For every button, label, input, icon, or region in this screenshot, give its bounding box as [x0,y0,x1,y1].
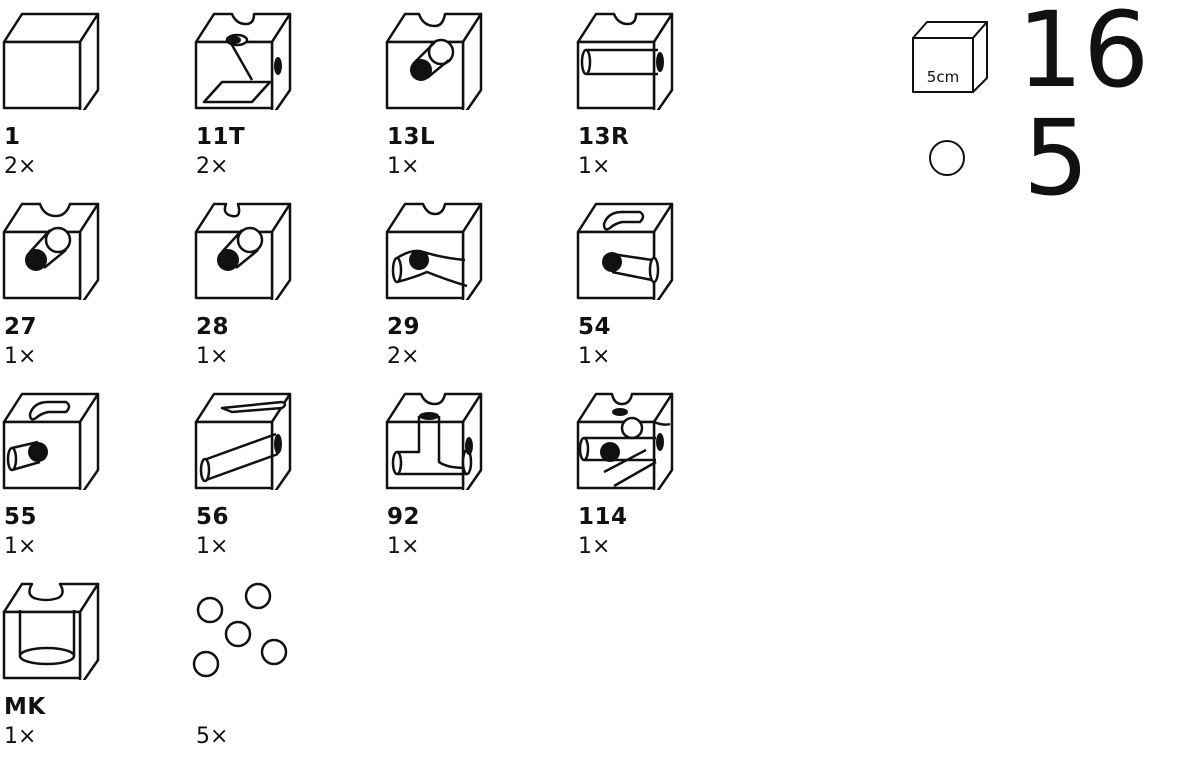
piece-11T: 11T 2× [192,10,362,190]
piece-quantity: 5× [196,724,229,749]
piece-quantity: 1× [4,724,37,749]
cube-size-label: 5cm [927,68,959,86]
piece-quantity: 1× [387,154,420,179]
piece-code: 28 [196,314,230,340]
diagonal-cube-icon [2,202,100,300]
side-exit-cube-icon [385,202,483,300]
piece-code: 54 [578,314,612,340]
piece-code: 11T [196,124,246,150]
piece-code: MK [4,694,46,720]
piece-quantity: 1× [578,344,611,369]
diagonal-cube-icon [194,202,292,300]
piece-29: 29 2× [383,200,553,380]
piece-code: 27 [4,314,38,340]
piece-marbles: 5× [192,580,362,760]
piece-code: 29 [387,314,421,340]
curve-right-cube-icon [576,12,674,110]
slot-cube-icon [2,392,100,490]
piece-quantity: 1× [4,344,37,369]
multi-channel-cube-icon [576,392,674,490]
slot-cube-icon [576,202,674,300]
curve-left-cube-icon [385,12,483,110]
piece-54: 54 1× [574,200,744,380]
piece-quantity: 1× [387,534,420,559]
marble-icon [929,140,965,176]
summary-panel: 5cm 16 5 [905,0,1195,220]
piece-code: 1 [4,124,21,150]
piece-code: 114 [578,504,628,530]
piece-code: 92 [387,504,421,530]
piece-quantity: 1× [578,154,611,179]
piece-55: 55 1× [0,390,170,570]
piece-92: 92 1× [383,390,553,570]
piece-quantity: 2× [4,154,37,179]
piece-28: 28 1× [192,200,362,380]
piece-114: 114 1× [574,390,744,570]
cube-count: 16 [1017,0,1150,111]
piece-code: 56 [196,504,230,530]
straight-channel-cube-icon [194,392,292,490]
piece-quantity: 1× [578,534,611,559]
piece-13L: 13L 1× [383,10,553,190]
tunnel-cube-icon [194,12,292,110]
marble-count: 5 [1023,97,1090,219]
piece-1: 1 2× [0,10,170,190]
piece-code: 13L [387,124,436,150]
piece-27: 27 1× [0,200,170,380]
cup-cube-icon [2,582,100,680]
piece-MK: MK 1× [0,580,170,760]
piece-56: 56 1× [192,390,362,570]
piece-quantity: 2× [196,154,229,179]
piece-code: 55 [4,504,38,530]
plain-cube-icon [2,12,100,110]
marbles-icon [192,582,288,678]
piece-code: 13R [578,124,630,150]
piece-quantity: 1× [196,534,229,559]
t-junction-cube-icon [385,392,483,490]
cube-size-icon: 5cm [912,21,988,93]
piece-quantity: 1× [4,534,37,559]
piece-quantity: 2× [387,344,420,369]
piece-quantity: 1× [196,344,229,369]
piece-13R: 13R 1× [574,10,744,190]
